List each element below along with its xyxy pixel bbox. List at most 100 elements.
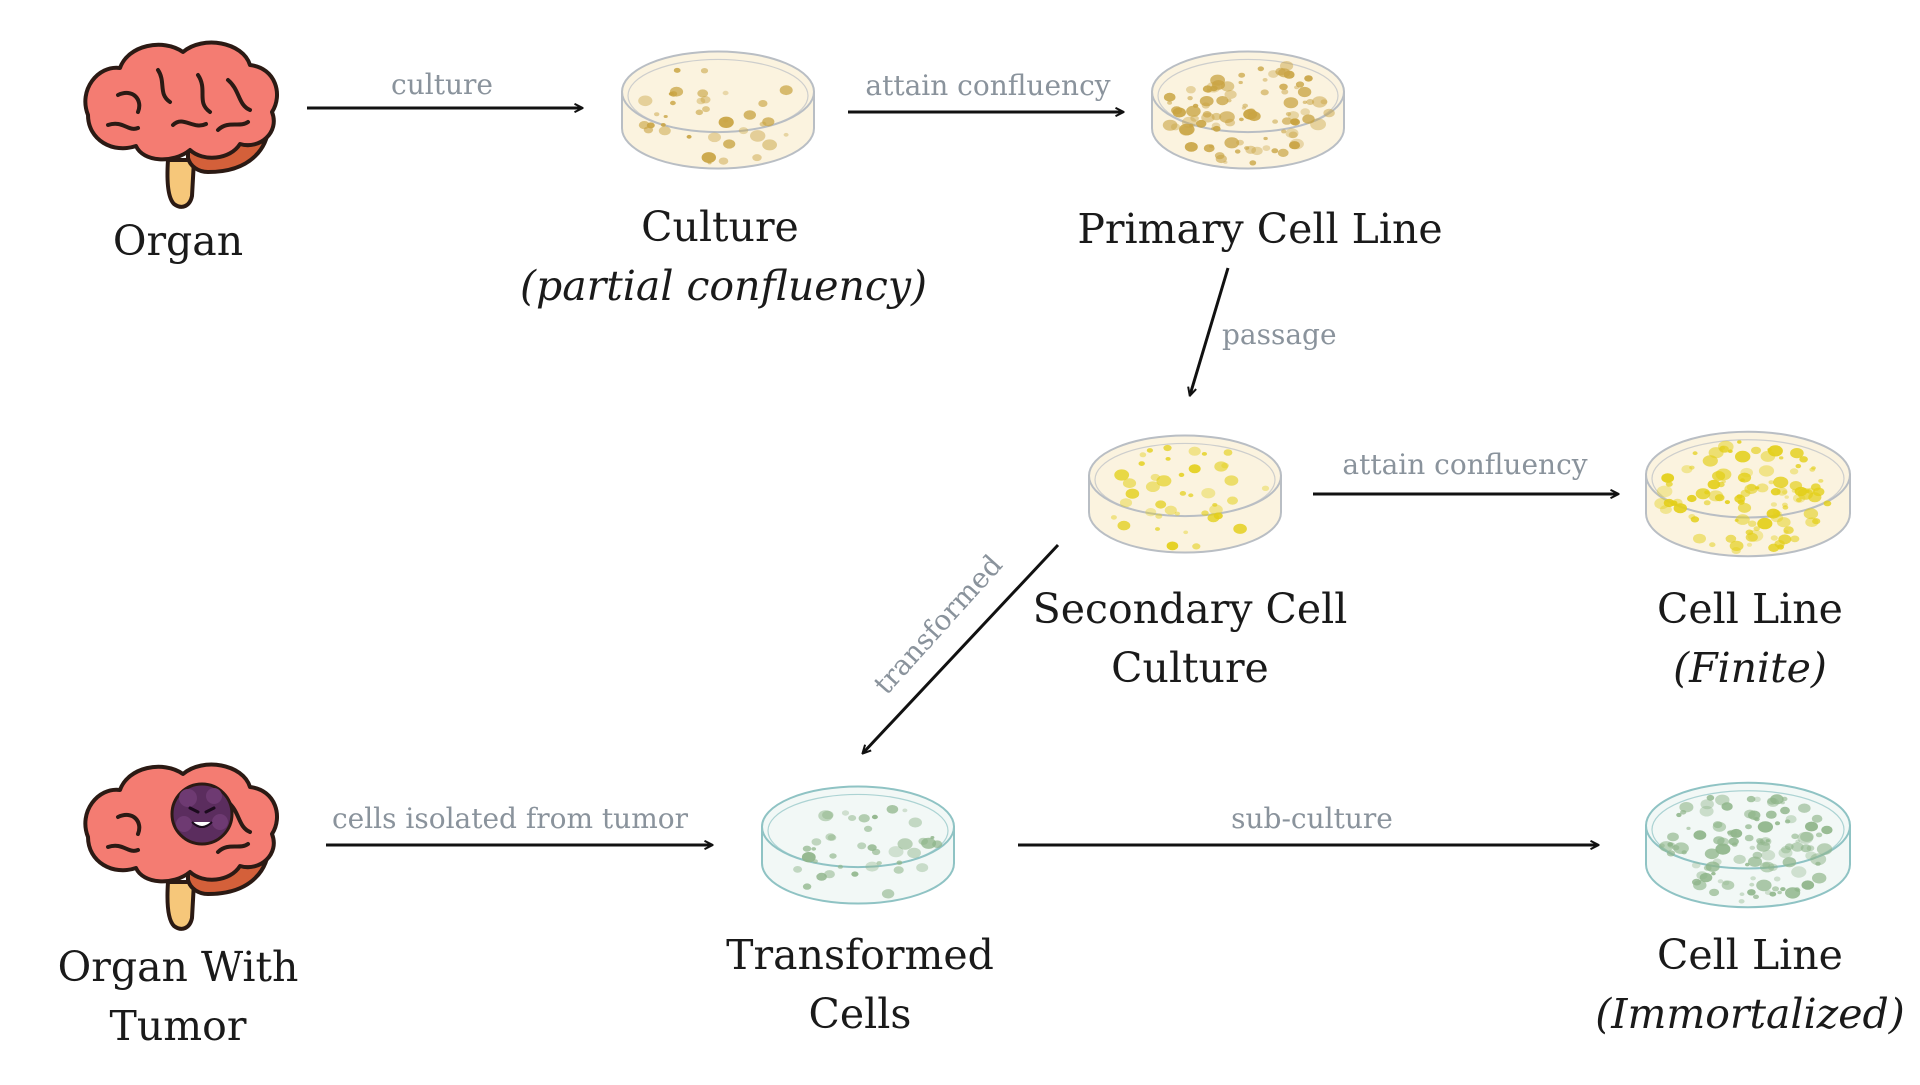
cell-colony (1304, 75, 1313, 82)
cell-colony (1773, 476, 1789, 488)
cell-colony (1693, 533, 1706, 544)
cell-colony (1238, 72, 1246, 78)
cell-colony (1699, 805, 1714, 817)
cell-colony (722, 90, 729, 96)
cell-colony (1781, 846, 1791, 854)
cell-colony (1117, 520, 1131, 531)
cell-colony (1805, 821, 1818, 832)
cell-colony (1201, 452, 1207, 456)
cell-colony (695, 109, 703, 116)
cell-colony (1268, 70, 1279, 78)
cell-colony (1768, 480, 1774, 485)
node-organ-title: Organ (112, 217, 244, 265)
cell-colony (1659, 843, 1665, 848)
cell-colony (848, 815, 857, 821)
cell-colony (1281, 129, 1287, 134)
cell-colony (1188, 446, 1201, 456)
cell-colony (1809, 467, 1816, 472)
petri-dish-cell-line-immortal (1645, 781, 1851, 909)
cell-colony (1183, 530, 1189, 535)
cell-colony (1745, 824, 1752, 830)
cell-colony (1818, 479, 1824, 483)
cell-colony (1745, 529, 1754, 536)
cell-colony (1702, 455, 1718, 467)
cell-colony (1753, 526, 1760, 532)
cell-colony (1163, 444, 1172, 452)
cell-colony (1692, 451, 1698, 456)
cell-colony (1288, 131, 1298, 139)
cell-colony (1262, 78, 1268, 82)
cell-colony (1753, 894, 1759, 899)
cell-colony (1690, 516, 1700, 523)
cell-colony (1110, 515, 1117, 520)
cell-colony (1179, 491, 1187, 496)
cell-colony (1186, 105, 1201, 117)
cell-colony (1659, 505, 1672, 514)
cell-colony (1261, 485, 1270, 491)
cell-colony (1764, 890, 1772, 895)
cell-colony (1782, 502, 1788, 507)
cell-colony (1700, 799, 1714, 810)
cell-colony (1812, 872, 1827, 884)
cell-colony (759, 121, 767, 127)
cell-colony (1776, 487, 1788, 496)
cell-colony (1711, 871, 1716, 876)
cell-colony (1171, 106, 1183, 115)
cell-colony (1766, 508, 1781, 519)
cell-colony (1758, 465, 1775, 477)
cell-colony (686, 134, 692, 139)
cell-colony (1783, 530, 1789, 534)
cell-colony (1735, 514, 1750, 525)
cell-colony (1780, 887, 1786, 892)
cell-colony (871, 814, 878, 820)
cell-colony (779, 85, 793, 96)
cell-colony (1744, 834, 1754, 842)
cell-colony (1295, 81, 1305, 88)
cell-colony (1779, 456, 1784, 460)
cell-colony (1163, 92, 1176, 102)
cell-colony (1214, 461, 1228, 472)
cell-colony (1257, 66, 1265, 72)
cell-colony (1114, 469, 1130, 481)
cell-colony (1745, 862, 1750, 867)
cell-colony (1739, 892, 1745, 896)
tumor-icon (170, 782, 234, 846)
cell-colony (1212, 125, 1221, 132)
cell-colony (1201, 488, 1216, 499)
cell-colony (1244, 146, 1250, 150)
cell-colony (1251, 146, 1263, 156)
cell-colony (1260, 89, 1269, 96)
cell-colony (1756, 879, 1772, 892)
cell-colony (1224, 137, 1240, 149)
cell-colony (1714, 494, 1725, 502)
cell-colony (1233, 523, 1247, 534)
cell-colony (1753, 796, 1761, 802)
cell-colony (1791, 866, 1807, 878)
cell-colony (723, 118, 729, 123)
cell-colony (822, 810, 834, 820)
cell-colony (1765, 810, 1777, 819)
cell-colony (1323, 108, 1335, 118)
cell-colony (1122, 478, 1137, 489)
cell-colony (1174, 511, 1181, 516)
cell-colony (1150, 473, 1161, 481)
cell-colony (1709, 888, 1720, 897)
cell-colony (718, 157, 729, 165)
petri-dish-secondary-culture (1088, 434, 1282, 554)
cell-colony (1730, 828, 1743, 838)
cell-colony (1717, 879, 1724, 884)
cell-colony (1207, 513, 1220, 523)
cell-colony (1179, 125, 1193, 136)
cell-colony (723, 139, 736, 149)
cell-colony (1789, 468, 1799, 475)
arrow-secondary-to-transformed (863, 543, 1060, 753)
cell-colony (1747, 889, 1756, 896)
cell-colony (1196, 119, 1207, 128)
cell-colony (1815, 832, 1823, 838)
cell-colony (1167, 101, 1173, 105)
cell-colony (1806, 487, 1816, 495)
cell-colony (1693, 830, 1707, 840)
cell-colony (1224, 475, 1239, 486)
